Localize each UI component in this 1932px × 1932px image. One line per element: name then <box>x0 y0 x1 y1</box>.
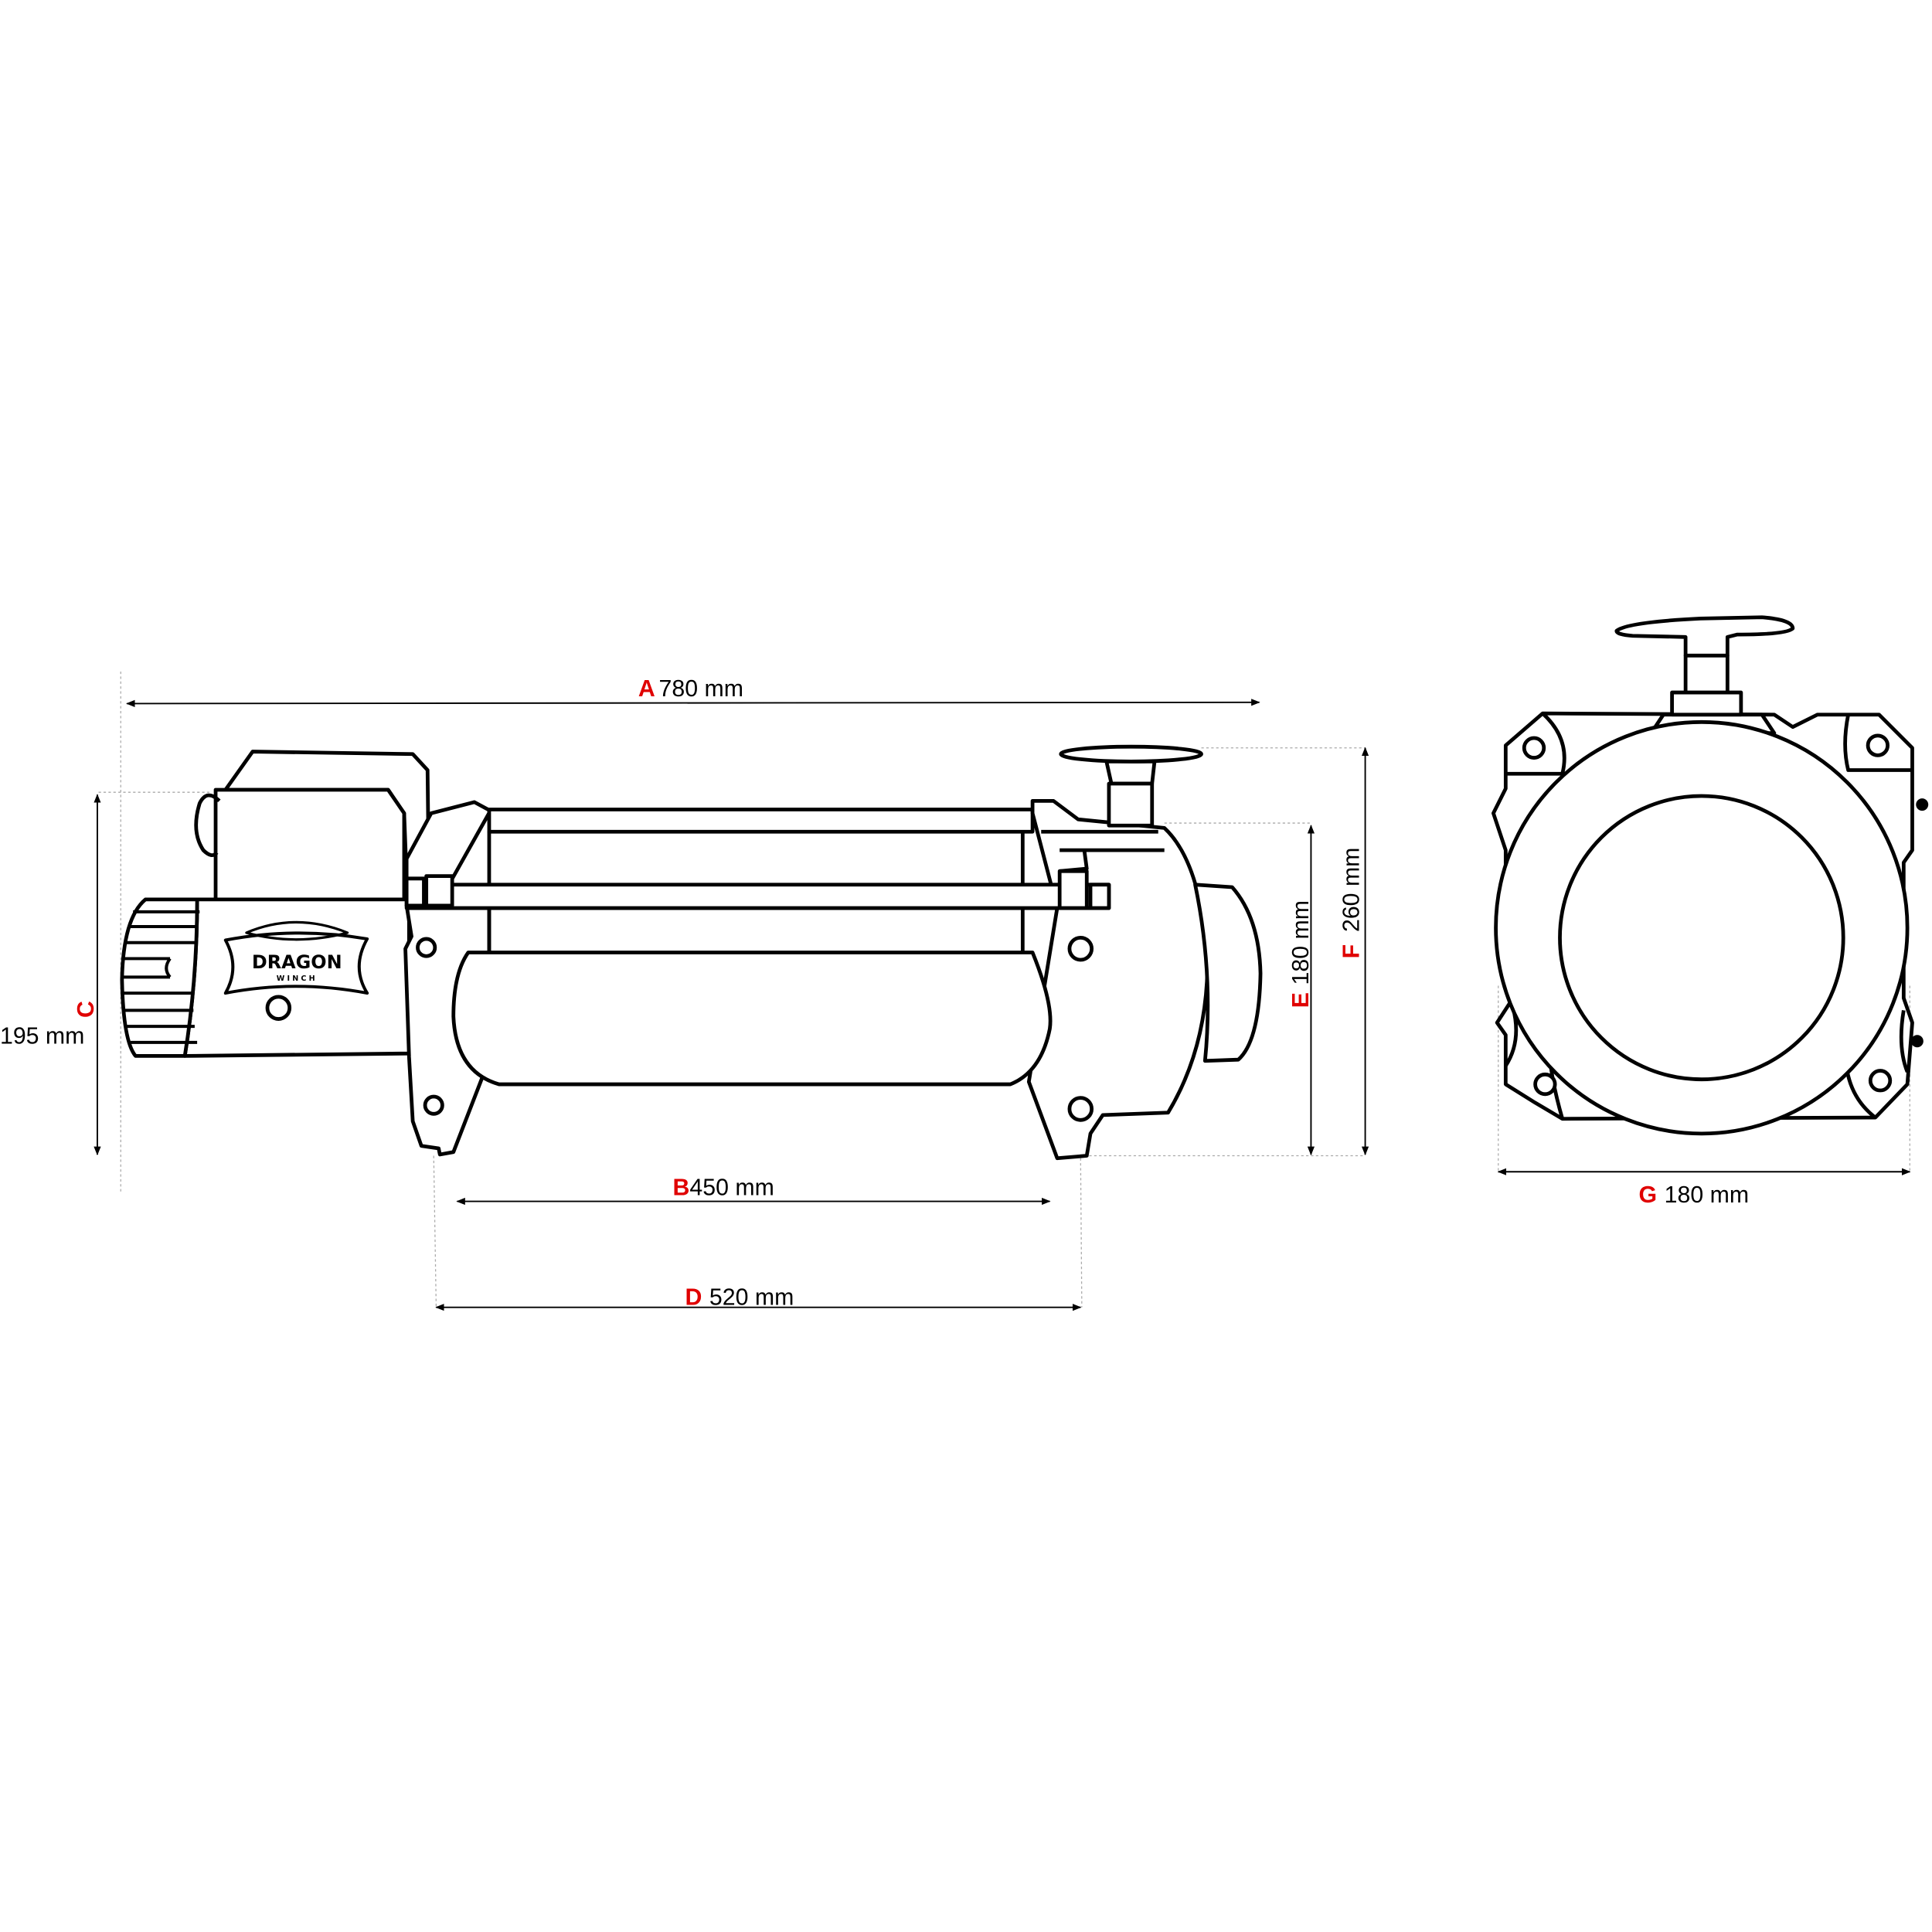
lower-tie-bar <box>404 883 1111 910</box>
clutch-knob <box>1059 744 1203 828</box>
dim-e-label: E180 mm <box>1288 900 1314 1008</box>
logo-brand: DRAGON <box>252 951 342 973</box>
dimension-arrows <box>94 699 1911 1311</box>
dragon-winch-logo: DRAGON WINCH <box>223 920 369 995</box>
winch-front-view <box>1492 615 1929 1136</box>
cable-drum <box>451 951 1053 1087</box>
cable-loop <box>194 793 221 857</box>
dim-c-letter: C <box>73 1001 99 1018</box>
dim-b-label: B450 mm <box>673 1175 774 1201</box>
drum-flange-inner <box>1558 794 1845 1082</box>
dim-f-label: F260 mm <box>1339 848 1365 959</box>
front-clutch-handle <box>1614 615 1795 658</box>
logo-sub: WINCH <box>277 975 318 983</box>
dim-c-value: 195 mm <box>0 1023 84 1049</box>
top-tie-bar <box>487 808 1035 834</box>
motor-ribs <box>123 910 200 1044</box>
motor-hole <box>265 995 292 1021</box>
gearbox-end-cap <box>1193 883 1263 1063</box>
gearbox-housing <box>1026 798 1209 1161</box>
winch-side-view: DRAGON WINCH <box>120 744 1263 1161</box>
dim-a-arrow <box>126 699 1260 707</box>
